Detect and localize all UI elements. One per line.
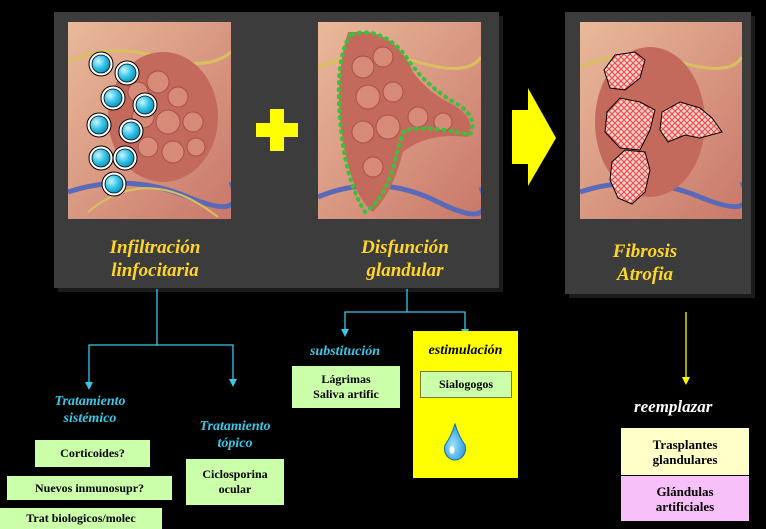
lymphocyte-cluster — [87, 52, 157, 196]
box-lagrimas: Lágrimas Saliva artific — [292, 366, 400, 408]
title-estimulacion: estimulación — [413, 343, 518, 359]
box-ciclosporina: Ciclosporina ocular — [186, 459, 284, 505]
plus-icon — [256, 109, 298, 151]
box-sialogogos: Sialogogos — [420, 371, 512, 398]
lymphocyte-icon — [87, 113, 111, 137]
lymphocyte-icon — [133, 93, 157, 117]
fibrosis-patch-icon — [604, 52, 722, 204]
label-trasplantes: Trasplantes glandulares — [621, 428, 749, 475]
box-nuevos-inmunosupr: Nuevos inmunosupr? — [7, 476, 172, 500]
lymphocyte-icon — [102, 172, 126, 196]
box-trat-biologicos: Trat biologicos/molec — [0, 508, 162, 529]
title-reemplazar: reemplazar — [634, 397, 712, 417]
lymphocyte-icon — [113, 146, 137, 170]
lymphocyte-icon — [89, 146, 113, 170]
label-disfuncion: Disfunción glandular — [330, 236, 480, 282]
title-substitucion: substitución — [295, 343, 395, 360]
dysfunction-outline — [339, 33, 473, 213]
label-glandulas: Glándulas artificiales — [621, 476, 749, 521]
water-drop-icon — [443, 423, 467, 461]
big-right-arrow-icon — [512, 88, 556, 186]
replace-arrowhead — [682, 377, 690, 385]
box-corticoides: Corticoides? — [35, 440, 150, 467]
lymphocyte-icon — [89, 52, 113, 76]
connector-arrowheads — [85, 329, 469, 390]
title-tratamiento-topico: Tratamiento tópico — [180, 418, 290, 452]
connector-lines — [89, 289, 465, 383]
lymphocyte-icon — [101, 86, 125, 110]
title-tratamiento-sistemico: Tratamiento sistémico — [30, 393, 150, 427]
lymphocyte-icon — [115, 61, 139, 85]
lymphocyte-icon — [119, 119, 143, 143]
label-infiltracion: Infiltración linfocitaria — [80, 236, 230, 282]
label-fibrosis: Fibrosis Atrofia — [585, 240, 705, 286]
